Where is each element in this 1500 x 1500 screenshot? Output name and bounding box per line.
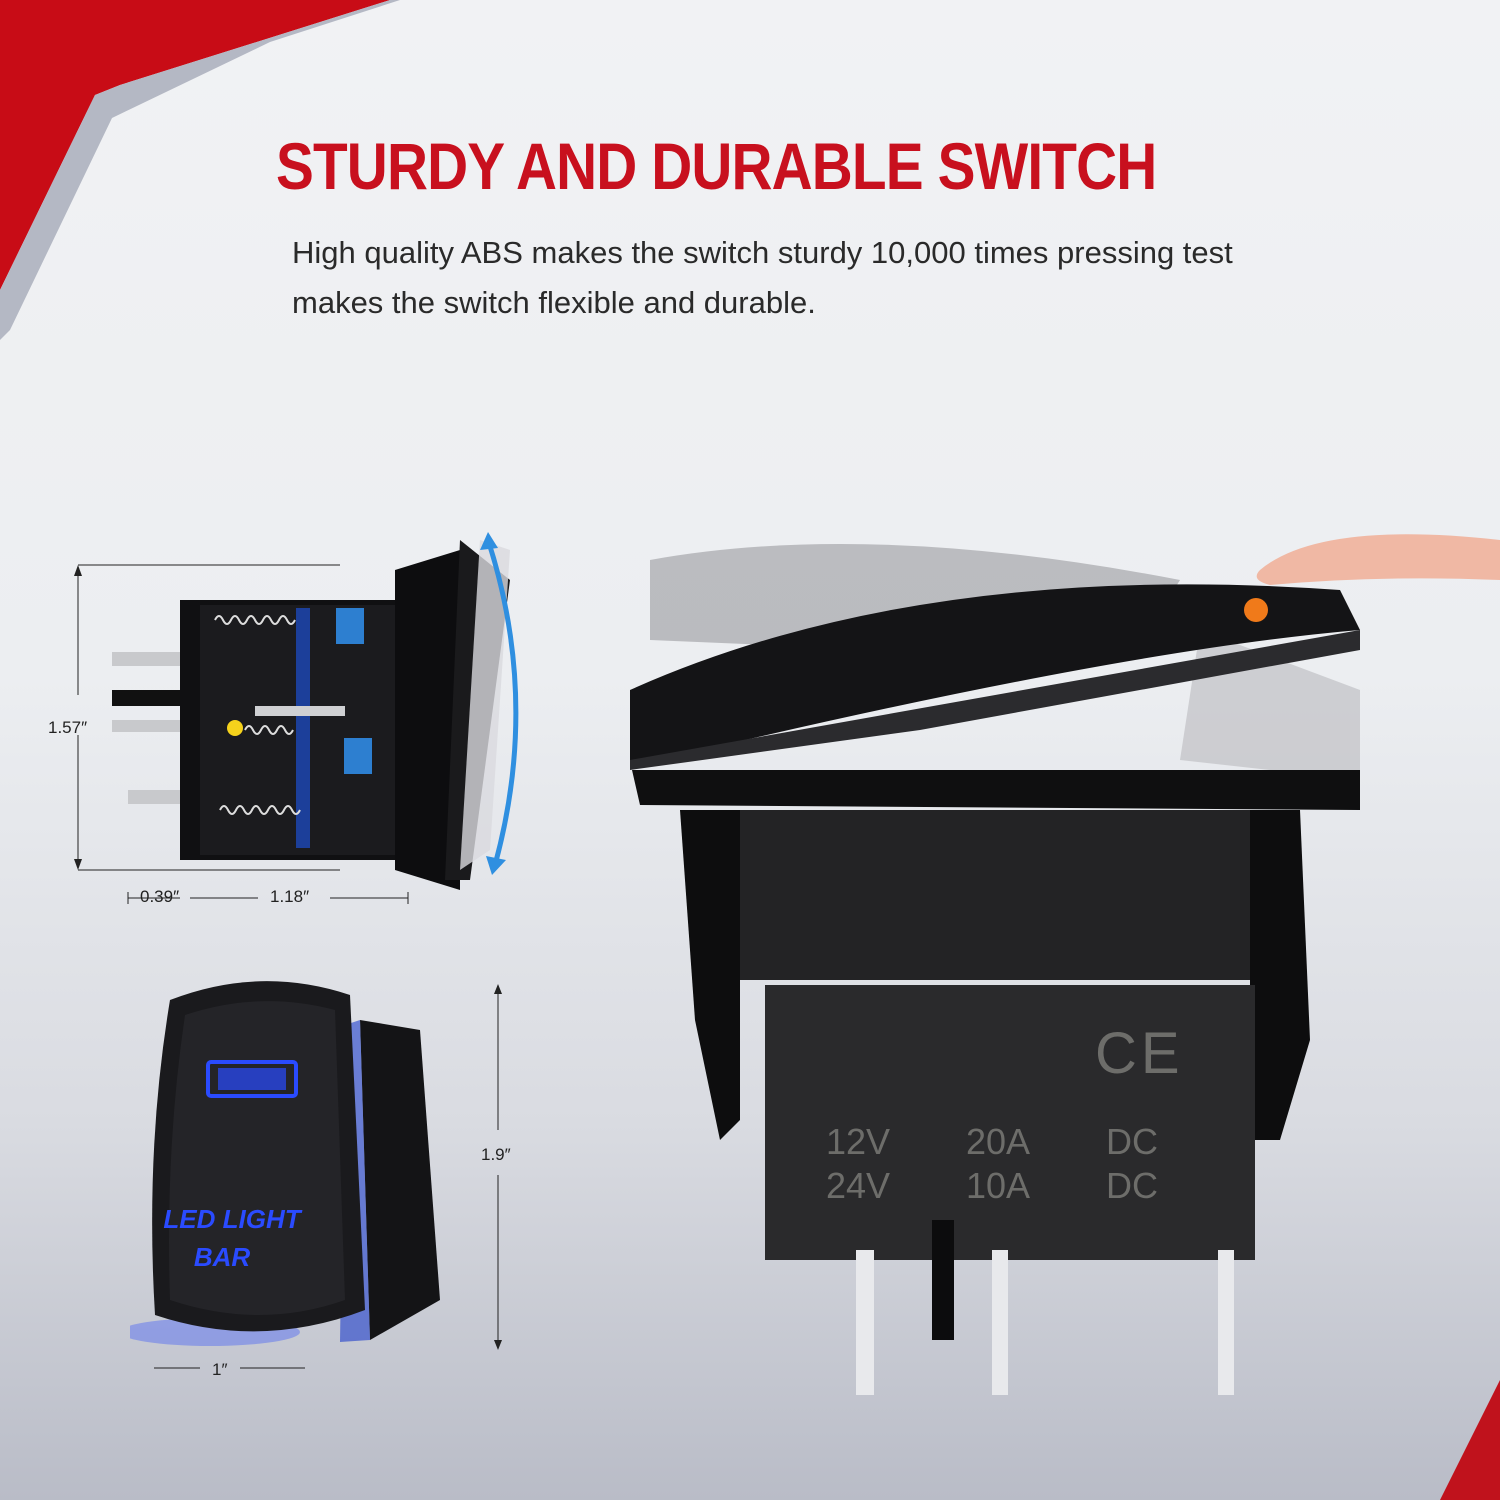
side-height-dimension: 1.57″ xyxy=(48,718,88,737)
rocker-label-line-2: BAR xyxy=(194,1242,251,1272)
rating-row: 12V 20A DC xyxy=(826,1120,1158,1164)
rating-voltage: 24V xyxy=(826,1165,891,1206)
indicator-led-icon xyxy=(227,720,243,736)
indicator-light-icon xyxy=(1244,598,1268,622)
rating-type: DC xyxy=(1106,1165,1158,1206)
rocker-label-line-1: LED LIGHT xyxy=(163,1204,302,1234)
main-switch-view xyxy=(630,534,1500,1395)
finger-image xyxy=(1256,534,1500,585)
rating-current: 10A xyxy=(966,1165,1031,1206)
side-front-depth-dimension: 0.39″ xyxy=(140,887,180,906)
description-line-1: High quality ABS makes the switch sturdy… xyxy=(292,235,1233,270)
page-title: STURDY AND DURABLE SWITCH xyxy=(276,129,1157,203)
description: High quality ABS makes the switch sturdy… xyxy=(292,228,1392,328)
rating-current: 20A xyxy=(966,1121,1031,1162)
front-width-dimension: 1″ xyxy=(212,1360,228,1379)
side-cutaway-view xyxy=(74,532,519,904)
ce-mark: CE xyxy=(1095,1021,1184,1086)
front-rocker-view: LED LIGHT BAR xyxy=(130,981,502,1369)
rating-voltage: 12V xyxy=(826,1121,891,1162)
rating-row: 24V 10A DC xyxy=(826,1164,1158,1208)
side-body-depth-dimension: 1.18″ xyxy=(270,887,310,906)
front-height-dimension: 1.9″ xyxy=(481,1145,511,1164)
rating-type: DC xyxy=(1106,1121,1158,1162)
led-light-bar-icon xyxy=(206,1060,298,1098)
description-line-2: makes the switch flexible and durable. xyxy=(292,285,816,320)
ratings-table: 12V 20A DC 24V 10A DC xyxy=(826,1120,1158,1208)
